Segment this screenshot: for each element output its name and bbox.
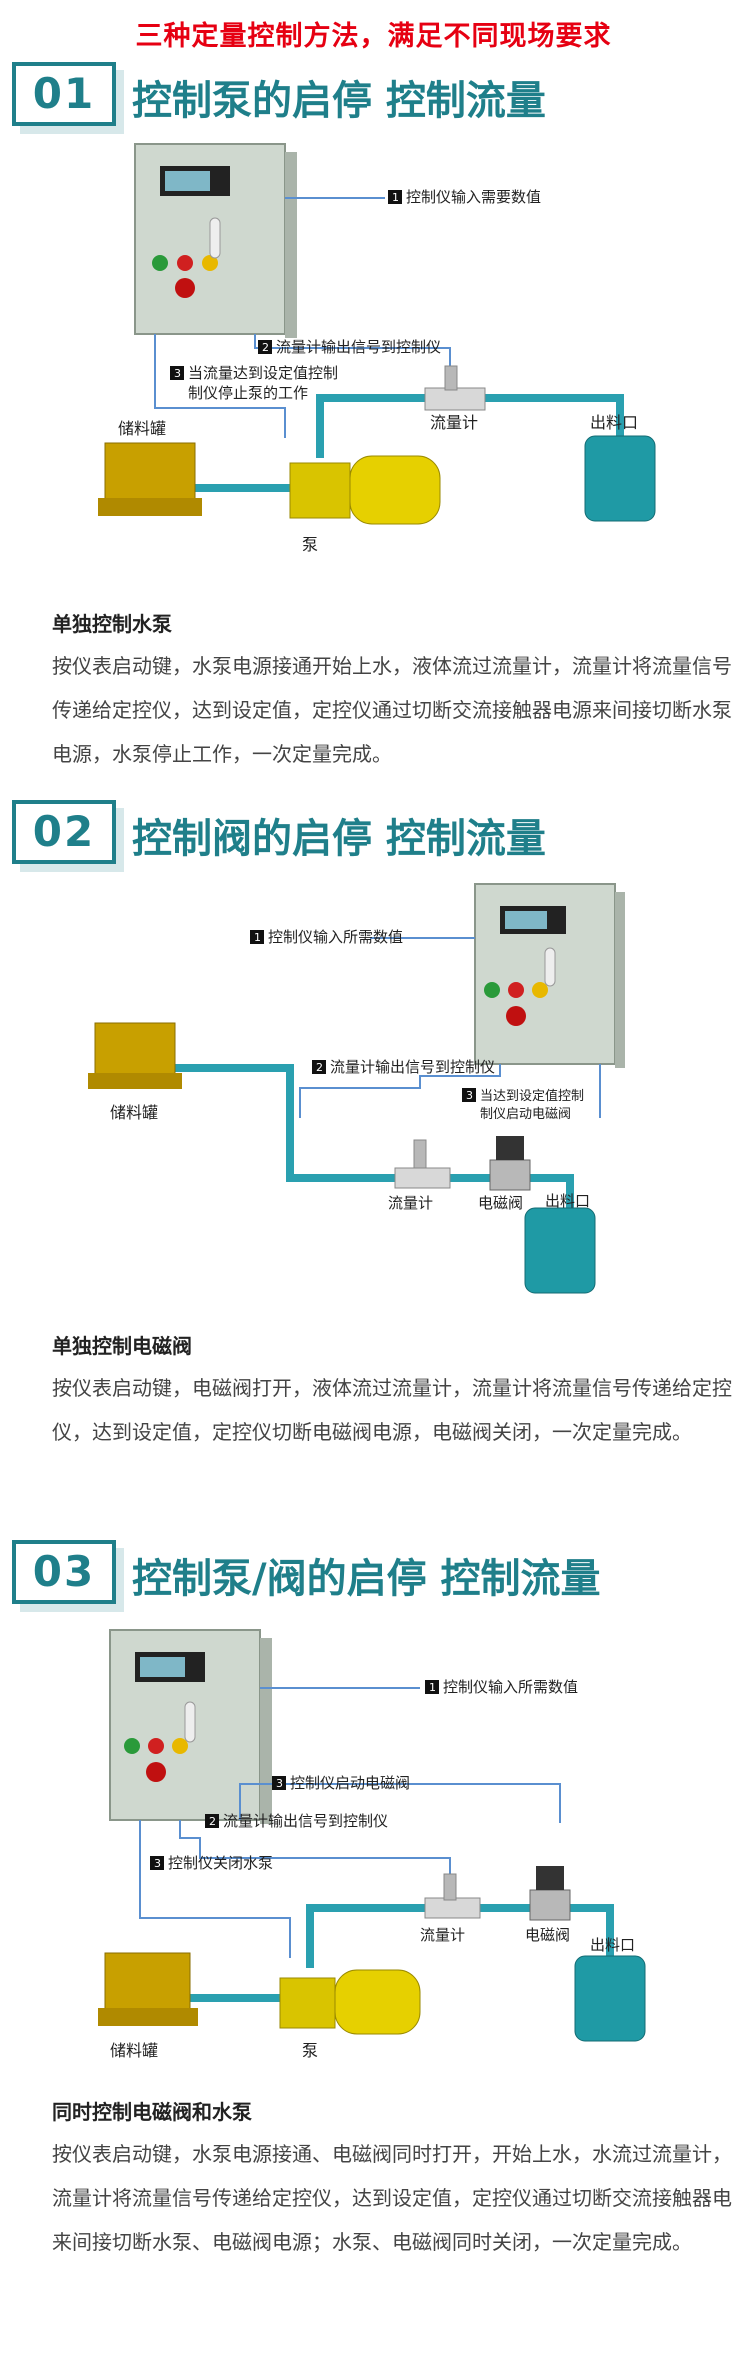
section-subtitle: 单独控制水泵 [52, 612, 172, 636]
flowmeter [394, 1139, 451, 1189]
section-title: 控制泵的启停 控制流量 [132, 78, 546, 124]
page-title: 三种定量控制方法，满足不同现场要求 [135, 21, 612, 52]
step-3-label-line1: 当流量达到设定值控制 [188, 364, 338, 382]
section-number: 02 [12, 800, 116, 864]
storage-tank [98, 1952, 198, 2026]
step-1-label: 控制仪输入所需数值 [268, 928, 403, 946]
outlet-label: 出料口 [590, 1936, 635, 1954]
outlet-container [574, 1955, 646, 2042]
outlet-container [524, 1207, 596, 1294]
section-2-header: 02 控制阀的启停 控制流量 [12, 800, 612, 872]
diagram-valve-control: 1 控制仪输入所需数值 2 流量计输出信号到控制仪 3 当达到设定值控制 制仪启… [88, 883, 625, 1294]
section-description: 按仪表启动键，水泵电源接通开始上水，液体流过流量计，流量计将流量信号传递给定控仪… [52, 654, 732, 766]
solenoid-valve [489, 1136, 531, 1191]
outlet-label: 出料口 [545, 1192, 590, 1210]
solenoid-valve [529, 1866, 571, 1921]
svg-text:2: 2 [316, 1061, 323, 1074]
diagram-pump-control: 1 控制仪输入需要数值 2 流量计输出信号到控制仪 3 当流量达到设定值控制 制… [98, 143, 656, 554]
section-title: 控制泵/阀的启停 控制流量 [132, 1556, 601, 1602]
pump-label: 泵 [302, 535, 318, 554]
svg-text:1: 1 [429, 1681, 436, 1694]
step-2-label: 流量计输出信号到控制仪 [276, 338, 441, 356]
flowmeter-label: 流量计 [430, 413, 478, 432]
svg-text:2: 2 [262, 341, 269, 354]
section-number: 03 [12, 1540, 116, 1604]
step-3b-label: 控制仪关闭水泵 [168, 1854, 273, 1872]
tank-label: 储料罐 [110, 1103, 158, 1122]
section-number: 01 [12, 62, 116, 126]
pump [289, 455, 441, 525]
step-3-label-line1: 当达到设定值控制 [480, 1088, 584, 1104]
step-3a-label: 控制仪启动电磁阀 [290, 1774, 410, 1792]
step-2-label: 流量计输出信号到控制仪 [330, 1058, 495, 1076]
outlet-container [584, 435, 656, 522]
storage-tank [88, 1022, 182, 1089]
step-3-label-line2: 制仪启动电磁阀 [480, 1107, 571, 1122]
section-1-header: 01 控制泵的启停 控制流量 [12, 62, 612, 134]
section-title: 控制阀的启停 控制流量 [132, 816, 546, 862]
step-1-label: 控制仪输入所需数值 [443, 1678, 578, 1696]
section-description: 按仪表启动键，电磁阀打开，液体流过流量计，流量计将流量信号传递给定控仪，达到设定… [52, 1376, 732, 1444]
flowmeter-label: 流量计 [420, 1926, 465, 1944]
pump [279, 1969, 421, 2035]
pump-label: 泵 [302, 2041, 318, 2060]
svg-text:3: 3 [276, 1777, 283, 1790]
control-cabinet [109, 1629, 272, 1824]
svg-text:3: 3 [174, 367, 181, 380]
step-3-label-line2: 制仪停止泵的工作 [188, 384, 308, 402]
svg-text:3: 3 [154, 1857, 161, 1870]
valve-label: 电磁阀 [525, 1926, 570, 1944]
outlet-label: 出料口 [590, 413, 638, 432]
svg-text:2: 2 [209, 1815, 216, 1828]
section-description: 按仪表启动键，水泵电源接通、电磁阀同时打开，开始上水，水流过流量计，流量计将流量… [52, 2142, 732, 2254]
diagram-pump-valve-control: 1 控制仪输入所需数值 3 控制仪启动电磁阀 2 流量计输出信号到控制仪 3 控… [98, 1629, 646, 2060]
svg-text:3: 3 [466, 1089, 473, 1102]
flowmeter-label: 流量计 [388, 1194, 433, 1212]
svg-text:1: 1 [254, 931, 261, 944]
flowmeter [424, 1873, 481, 1919]
valve-label: 电磁阀 [478, 1194, 523, 1212]
section-subtitle: 同时控制电磁阀和水泵 [52, 2100, 252, 2124]
tank-label: 储料罐 [110, 2041, 158, 2060]
control-cabinet [474, 883, 625, 1068]
tank-label: 储料罐 [118, 419, 166, 438]
section-subtitle: 单独控制电磁阀 [52, 1334, 192, 1358]
flowmeter [424, 365, 486, 411]
svg-text:1: 1 [392, 191, 399, 204]
section-3-header: 03 控制泵/阀的启停 控制流量 [12, 1540, 612, 1612]
control-cabinet [134, 143, 297, 338]
step-2-label: 流量计输出信号到控制仪 [223, 1812, 388, 1830]
step-1-label: 控制仪输入需要数值 [406, 188, 541, 206]
storage-tank [98, 442, 202, 516]
